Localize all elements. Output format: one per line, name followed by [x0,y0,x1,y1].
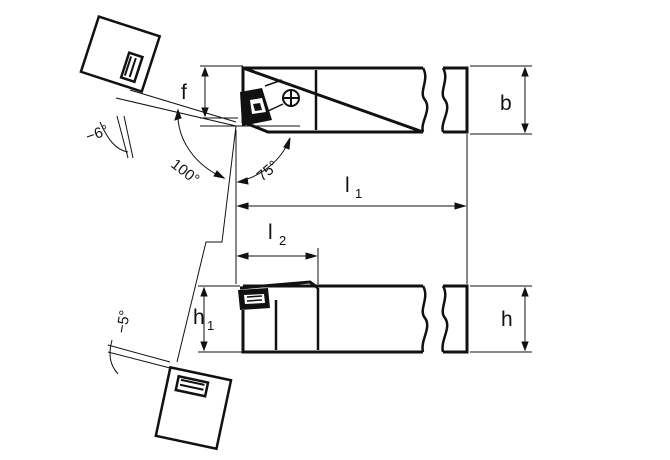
h1-dimension [198,285,243,353]
top-view-insert [240,88,272,126]
side-view-insert [238,288,270,310]
b-dimension [470,65,532,135]
f-label: f [181,81,187,104]
l1-dimension [235,130,468,284]
top-view-holder [241,65,469,134]
h-dimension [470,285,532,353]
upper-rotated-insert [79,15,162,94]
l2-label-sub: 2 [279,233,286,248]
lower-construction [107,125,237,375]
angle-100-label: 100° [168,156,203,189]
lower-rotated-insert [154,365,233,451]
angle-construction [99,89,300,185]
clamp-screw-icon [264,79,300,113]
angle-minus-6-label: −6° [84,122,112,146]
l2-dimension [236,248,319,284]
l1-label-sub: 1 [355,186,362,201]
l2-label-main: l [268,221,273,244]
f-dimension [200,65,243,119]
h-label: h [501,308,513,331]
l1-label-main: l [345,174,350,197]
angle-75-label: 75° [254,157,282,185]
angle-minus-5-label: −5° [113,309,134,335]
b-label: b [500,92,512,115]
side-view-holder [239,280,469,354]
h1-label-main: h [193,306,205,329]
h1-label-sub: 1 [207,318,214,333]
